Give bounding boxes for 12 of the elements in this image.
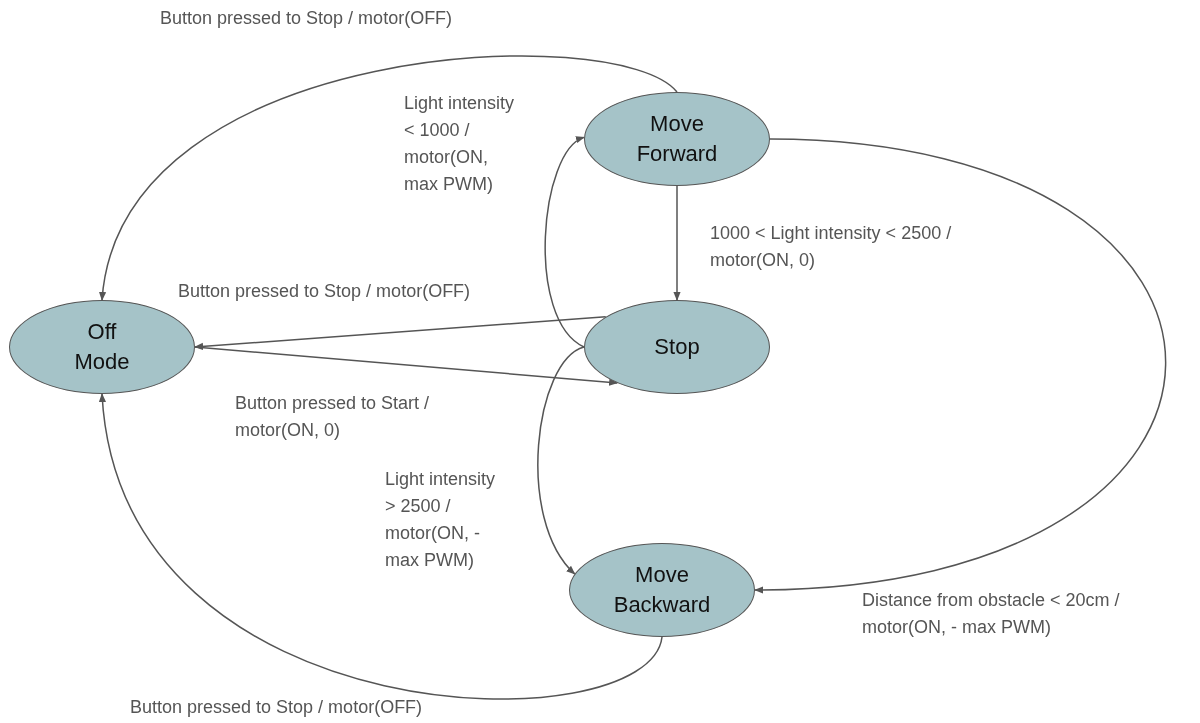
arrow (194, 316, 607, 350)
arrow (673, 185, 681, 301)
state-label: Move Forward (636, 110, 718, 168)
arrow (544, 136, 585, 348)
arrow (100, 55, 678, 301)
state-label: Stop (654, 333, 700, 361)
arrow (537, 346, 585, 575)
state-label: Move Backward (613, 561, 711, 619)
arrow (99, 393, 663, 700)
arrow (754, 138, 1167, 593)
arrow (194, 346, 619, 386)
state-label: Off Mode (74, 318, 130, 376)
